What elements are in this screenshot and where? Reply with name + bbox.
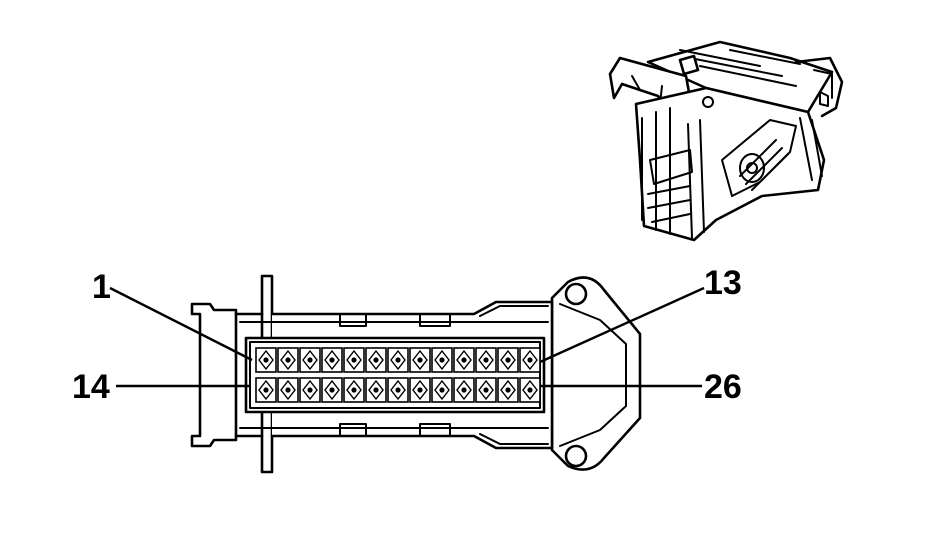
pin-cavity	[431, 347, 453, 373]
pin-cavity	[497, 347, 519, 373]
pin-cavity	[365, 377, 387, 403]
pin-cavity	[497, 377, 519, 403]
pin-labels: 1 14 13 26	[72, 264, 742, 406]
pin-cavity	[387, 377, 409, 403]
pin-cavity	[431, 377, 453, 403]
pin-cavity	[475, 377, 497, 403]
leader-pin-13	[539, 286, 705, 364]
pin-cavity-grid	[255, 347, 541, 403]
pin-cavity	[277, 347, 299, 373]
label-pin-14: 14	[72, 368, 110, 406]
pin-cavity	[343, 347, 365, 373]
pin-cavity	[475, 347, 497, 373]
label-pin-13: 13	[704, 264, 742, 302]
pin-cavity	[255, 347, 277, 373]
pin-cavity	[519, 377, 541, 403]
pin-cavity	[321, 347, 343, 373]
connector-isometric-view	[608, 40, 844, 242]
connector-face-view	[190, 274, 642, 474]
pin-cavity	[299, 377, 321, 403]
pin-cavity	[409, 347, 431, 373]
pin-cavity	[343, 377, 365, 403]
pin-cavity	[453, 377, 475, 403]
pin-cavity	[409, 377, 431, 403]
label-pin-26: 26	[704, 368, 742, 406]
pin-cavity	[387, 347, 409, 373]
pin-cavity	[299, 347, 321, 373]
label-pin-1: 1	[92, 268, 111, 306]
leader-pin-1	[109, 286, 253, 362]
pin-cavity	[453, 347, 475, 373]
pin-cavity	[365, 347, 387, 373]
pin-cavity	[277, 377, 299, 403]
pin-cavity	[255, 377, 277, 403]
pin-cavity	[519, 347, 541, 373]
pin-cavity	[321, 377, 343, 403]
